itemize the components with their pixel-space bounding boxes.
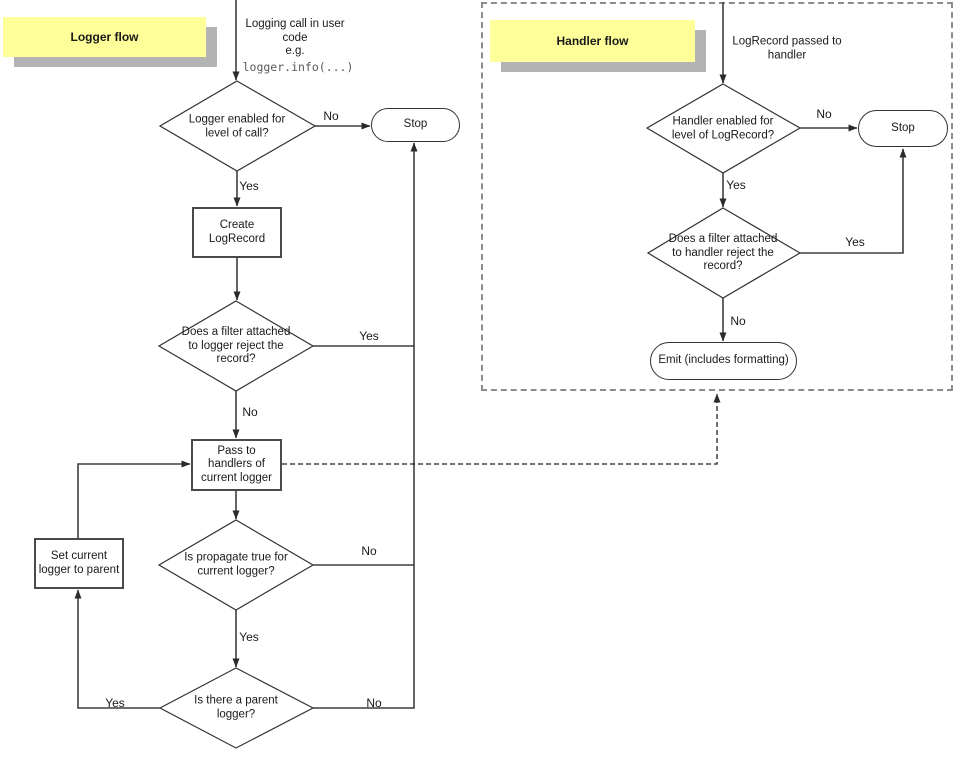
set-current-logger-node: Set current logger to parent (34, 538, 124, 589)
edge-label-no: No (361, 544, 377, 558)
decision-logger-level-text: Logger enabled for level of call? (188, 113, 286, 140)
decision-parent-logger-text: Is there a parent logger? (194, 694, 278, 721)
logger-flow-banner: Logger flow (3, 17, 206, 57)
edge-label-no: No (816, 107, 832, 121)
decision-parent-logger-shape (158, 667, 315, 749)
edge-label-yes: Yes (105, 696, 125, 710)
decision-handler-filter-shape (646, 207, 802, 299)
handler-start-text: LogRecord passed to handler (732, 35, 842, 62)
create-logrecord-node: Create LogRecord (192, 207, 282, 258)
handler-flow-panel (481, 2, 953, 391)
handler-flow-banner: Handler flow (490, 20, 695, 62)
decision-propagate-shape (157, 519, 315, 611)
handler-stop-node: Stop (858, 110, 948, 147)
edge-label-no: No (366, 696, 382, 710)
pass-to-handlers-node: Pass to handlers of current logger (191, 439, 282, 491)
edge-label-no: No (323, 109, 339, 123)
edge-parent-yes-to-set-parent (74, 589, 160, 709)
emit-node: Emit (includes formatting) (650, 342, 797, 380)
decision-handler-level-text: Handler enabled for level of LogRecord? (671, 115, 775, 142)
edge-label-no: No (730, 314, 746, 328)
edge-label-no: No (242, 405, 258, 419)
edge-set-parent-to-pass (77, 460, 191, 538)
decision-handler-filter-text: Does a filter attached to handler reject… (668, 232, 778, 272)
edge-label-yes: Yes (726, 178, 746, 192)
decision-propagate-text: Is propagate true for current logger? (184, 551, 288, 578)
edge-label-yes: Yes (359, 329, 379, 343)
edge-parent-no-to-stop (313, 142, 418, 709)
edge-pass-to-handler-flow-dashed (282, 393, 721, 465)
decision-handler-level-shape (645, 83, 802, 174)
edge-label-yes: Yes (239, 179, 259, 193)
logger-start-code: logger.info(...) (242, 60, 354, 74)
logger-stop-node: Stop (371, 108, 460, 142)
edge-label-yes: Yes (239, 630, 259, 644)
decision-logger-level-shape (158, 80, 317, 172)
logger-start-text: Logging call in user code e.g. (245, 17, 345, 57)
edge-label-yes: Yes (845, 235, 865, 249)
edge-handler-filter-yes-to-stop (800, 148, 907, 254)
decision-logger-filter-shape (157, 300, 315, 392)
decision-logger-filter-text: Does a filter attached to logger reject … (181, 325, 291, 365)
